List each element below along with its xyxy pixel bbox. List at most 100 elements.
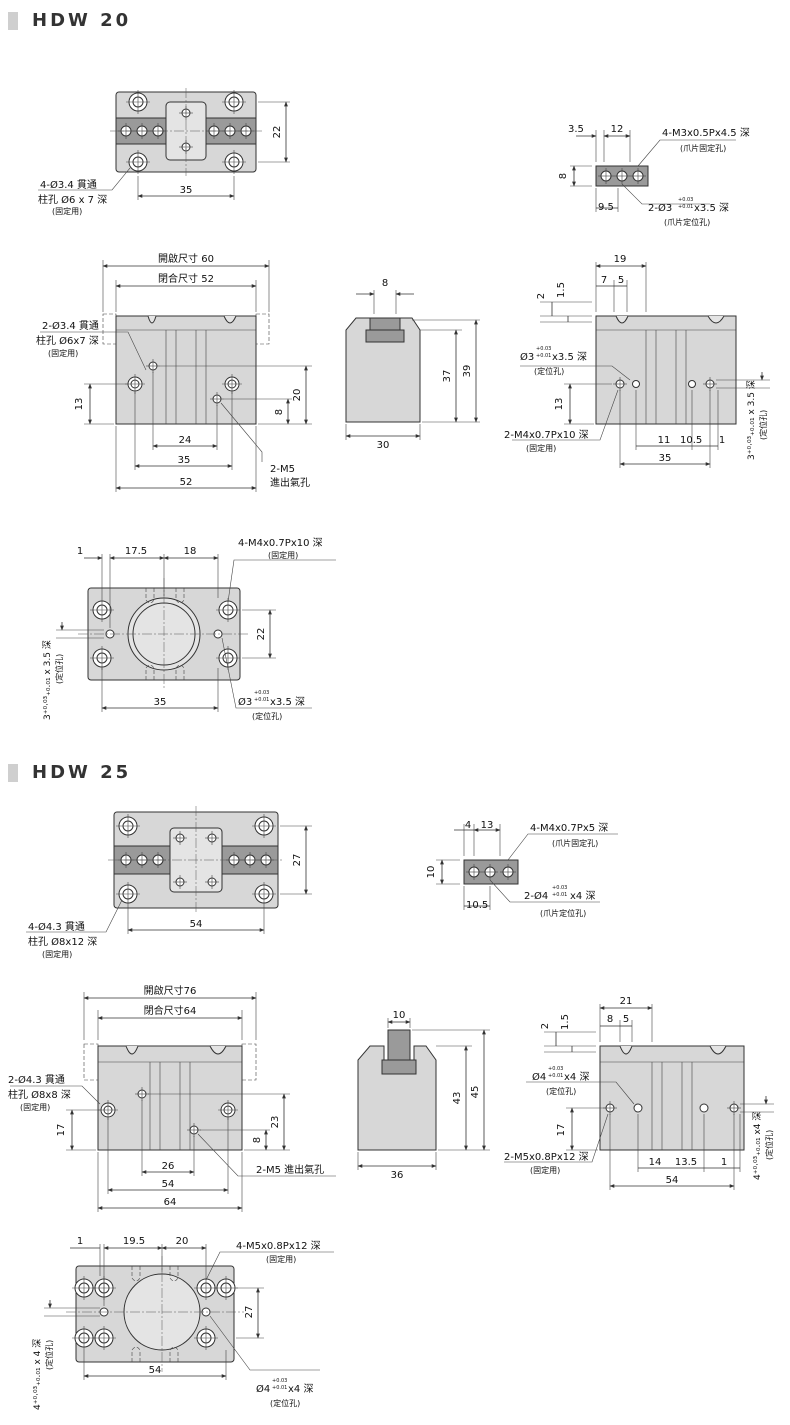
dim-23: 23	[270, 1116, 281, 1129]
dim-27: 27	[244, 1306, 255, 1319]
dim-10-5: 10.5	[680, 435, 702, 446]
dim-20: 20	[176, 1236, 189, 1247]
note-bottom-vert-sub: (定位孔)	[44, 1340, 54, 1370]
dim-a: 3.5	[568, 124, 584, 135]
note-port-sub: 進出氣孔	[270, 476, 310, 489]
dim-21: 21	[620, 996, 633, 1007]
dim-1-5: 1.5	[556, 282, 567, 298]
dim-26: 26	[162, 1161, 175, 1172]
dim-17-5: 17.5	[125, 546, 147, 557]
hdw20-front-view	[40, 260, 312, 492]
dim-a: 4	[465, 820, 471, 831]
note-jaw-tap-sub: (爪片固定孔)	[680, 143, 726, 153]
dim-b: 12	[611, 124, 624, 135]
note-jaw-pin-tol-minus: +0.01	[678, 204, 693, 210]
note-bottom-tap: 4-M5x0.8Px12 深	[236, 1240, 321, 1252]
dim-c: 10.5	[466, 900, 488, 911]
note-purpose: (固定用)	[42, 949, 72, 959]
hdw20-top-view	[38, 88, 290, 200]
dim-h: 8	[558, 173, 569, 179]
dim-height: 22	[272, 126, 283, 139]
note-jaw-pin: 2-Ø4 +0.03 +0.01 x4 深 (爪片定位孔)	[524, 885, 595, 918]
note-mount-hole: 4-Ø3.4 貫通	[40, 179, 97, 191]
note-bottom-pin-tol-minus: +0.01	[254, 697, 269, 703]
hdw25-side-view	[357, 1018, 490, 1170]
hdw20-side-view	[345, 290, 480, 440]
dim-top: 10	[393, 1010, 406, 1021]
note-purpose: (固定用)	[52, 206, 82, 216]
section-header-hdw20: HDW 20	[8, 10, 131, 31]
note-bottom-pin-main: Ø3	[238, 696, 252, 708]
dim-8: 8	[607, 1014, 613, 1025]
note-right-pin-tol-minus: +0.01	[548, 1073, 563, 1079]
note-right-tap: 2-M5x0.8Px12 深	[504, 1151, 589, 1163]
note-right-pin-sub: (定位孔)	[534, 366, 564, 376]
note-bottom-pin-tail: x4 深	[288, 1383, 313, 1395]
note-right-pin-sub: (定位孔)	[546, 1086, 576, 1096]
section-marker	[8, 11, 18, 30]
note-jaw-tap: 4-M3x0.5Px4.5 深	[662, 127, 750, 139]
section-header-hdw25: HDW 25	[8, 762, 131, 783]
note-bottom-vert-sub: (定位孔)	[54, 654, 64, 684]
open-size-label: 開啟尺寸 60	[158, 252, 214, 265]
note-bottom-pin-tol-minus: +0.01	[272, 1385, 287, 1391]
note-bottom-tap-sub: (固定用)	[268, 550, 298, 560]
dim-54: 54	[666, 1175, 679, 1186]
note-jaw-pin-main: 2-Ø3	[648, 202, 672, 214]
section-title: HDW 25	[32, 762, 132, 783]
note-jaw-pin-sub: (爪片定位孔)	[540, 908, 586, 918]
dim-width: 54	[190, 919, 203, 930]
note-front-purpose: (固定用)	[48, 348, 78, 358]
dim-13-5: 13.5	[675, 1157, 697, 1168]
dim-24: 24	[179, 435, 192, 446]
note-bottom-pin: Ø4 +0.03 +0.01 x4 深 (定位孔)	[256, 1378, 313, 1408]
dim-14: 14	[649, 1157, 662, 1168]
hdw25-bottom-view	[44, 1244, 334, 1380]
hdw25-front-view	[10, 992, 336, 1212]
note-right-pin-tail: x4 深	[564, 1071, 589, 1083]
dim-1: 1	[77, 546, 83, 557]
note-jaw-pin-tol-minus: +0.01	[552, 892, 567, 898]
hdw20-right-view	[512, 262, 770, 468]
hdw25-right-view	[504, 1004, 774, 1190]
dim-2: 2	[536, 293, 547, 299]
open-size-label: 開啟尺寸76	[144, 984, 197, 997]
dim-b: 13	[481, 820, 494, 831]
note-jaw-pin-tol-plus: +0.03	[678, 197, 693, 203]
section-title: HDW 20	[32, 10, 132, 31]
dim-height: 27	[292, 854, 303, 867]
note-bottom-pin-sub: (定位孔)	[270, 1398, 300, 1408]
dim-2: 2	[540, 1023, 551, 1029]
note-right-pin: Ø3 +0.03 +0.01 x3.5 深 (定位孔)	[520, 346, 587, 376]
note-bottom-pin: Ø3 +0.03 +0.01 x3.5 深 (定位孔)	[238, 690, 305, 721]
note-counterbore: 柱孔 Ø6 x 7 深	[38, 193, 107, 206]
dim-54: 54	[149, 1365, 162, 1376]
note-right-vert-sub: (定位孔)	[764, 1130, 774, 1160]
note-jaw-tap-sub: (爪片固定孔)	[552, 838, 598, 848]
hdw20-bottom-view	[56, 554, 336, 712]
dim-35: 35	[154, 697, 167, 708]
hdw25-top-view	[26, 806, 312, 934]
note-port: 2-M5	[270, 464, 295, 475]
dim-8: 8	[274, 409, 285, 415]
note-jaw-pin-tail: x4 深	[570, 890, 595, 902]
dim-45: 45	[470, 1086, 481, 1099]
note-front-counterbore: 柱孔 Ø8x8 深	[8, 1088, 71, 1101]
note-front-hole: 2-Ø4.3 貫通	[8, 1074, 65, 1086]
dim-17: 17	[56, 1124, 67, 1137]
dim-18: 18	[184, 546, 197, 557]
note-right-pin-main: Ø4	[532, 1071, 546, 1083]
note-right-tap-sub: (固定用)	[526, 443, 556, 453]
hdw25-jaw-detail	[436, 824, 618, 910]
note-bottom-pin-tol-plus: +0.03	[254, 690, 269, 696]
dim-36: 36	[391, 1170, 404, 1181]
note-right-pin-tol-plus: +0.03	[536, 346, 551, 352]
note-bottom-pin-main: Ø4	[256, 1383, 270, 1395]
note-bottom-pin-tol-plus: +0.03	[272, 1378, 287, 1384]
dim-30: 30	[377, 440, 390, 451]
note-mount-hole: 4-Ø4.3 貫通	[28, 921, 85, 933]
dim-8: 8	[252, 1137, 263, 1143]
dim-54: 54	[162, 1179, 175, 1190]
dim-35: 35	[178, 455, 191, 466]
